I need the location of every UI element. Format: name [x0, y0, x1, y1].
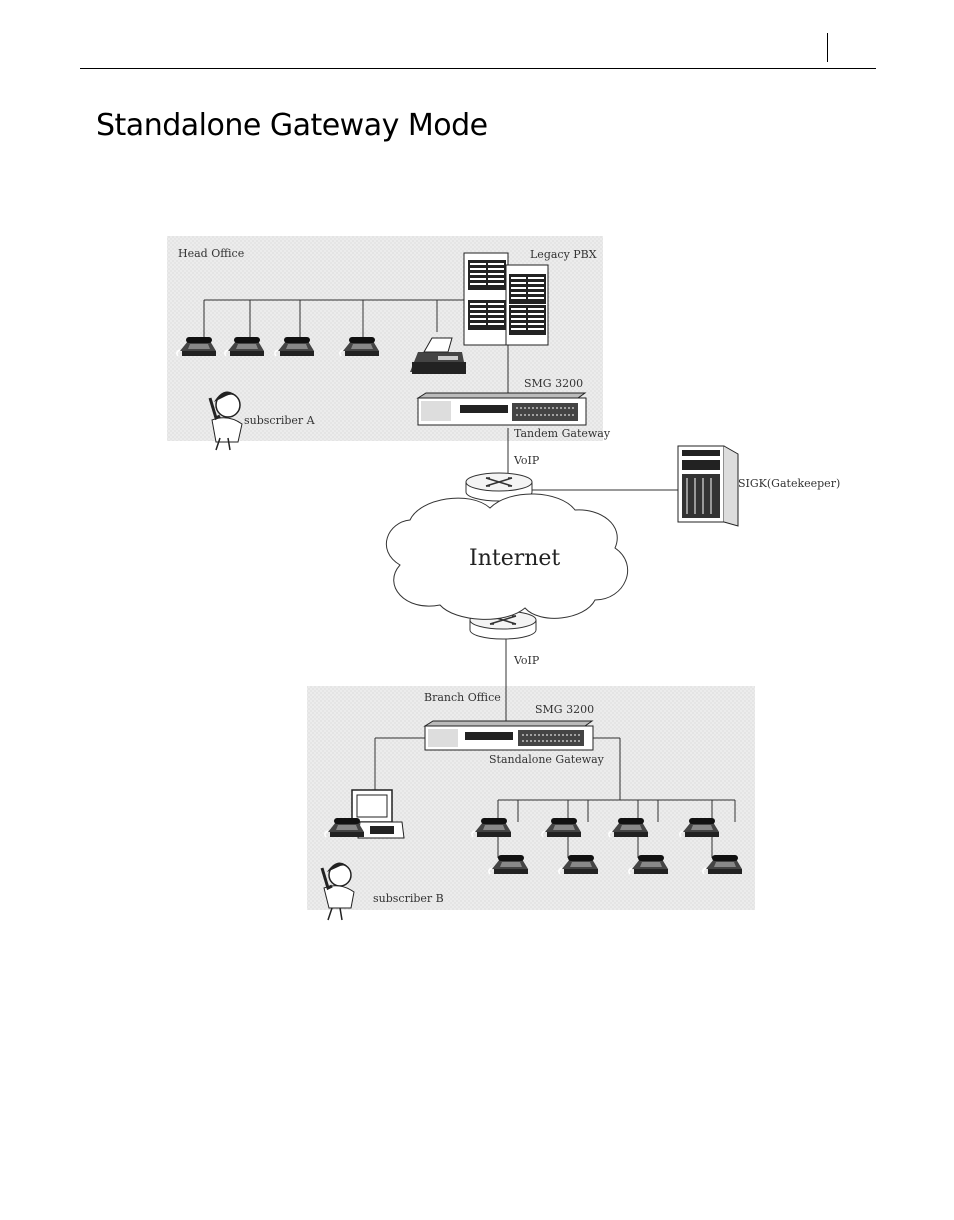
head-office-label: Head Office — [178, 247, 244, 260]
internet-label: Internet — [469, 546, 560, 571]
standalone-gateway-label: Standalone Gateway — [489, 753, 605, 766]
smg-3200-tandem-icon — [416, 392, 587, 426]
smg-3200-standalone-icon — [423, 720, 594, 751]
connection-lines — [203, 299, 736, 858]
legacy-pbx-icon — [463, 252, 549, 346]
header-tick — [827, 33, 828, 62]
subscriber-a-label: subscriber A — [244, 414, 316, 427]
gatekeeper-server-icon — [677, 445, 739, 527]
gatekeeper-label: SIGK(Gatekeeper) — [738, 477, 840, 490]
legacy-pbx-label: Legacy PBX — [530, 248, 597, 261]
page-title: Standalone Gateway Mode — [96, 108, 488, 143]
voip-top-label: VoIP — [513, 454, 540, 467]
fax-icon — [410, 337, 466, 374]
person-icon — [320, 862, 355, 921]
person-icon — [208, 391, 243, 451]
subscriber-b-label: subscriber B — [373, 892, 444, 905]
smg-bottom-label: SMG 3200 — [535, 703, 594, 716]
tandem-gateway-label: Tandem Gateway — [514, 427, 611, 440]
internet-cloud-icon — [385, 493, 628, 620]
branch-office-label: Branch Office — [424, 691, 501, 704]
computer-icon — [351, 789, 405, 839]
header-rule — [80, 68, 876, 69]
voip-bottom-label: VoIP — [513, 654, 540, 667]
smg-top-label: SMG 3200 — [524, 377, 583, 390]
